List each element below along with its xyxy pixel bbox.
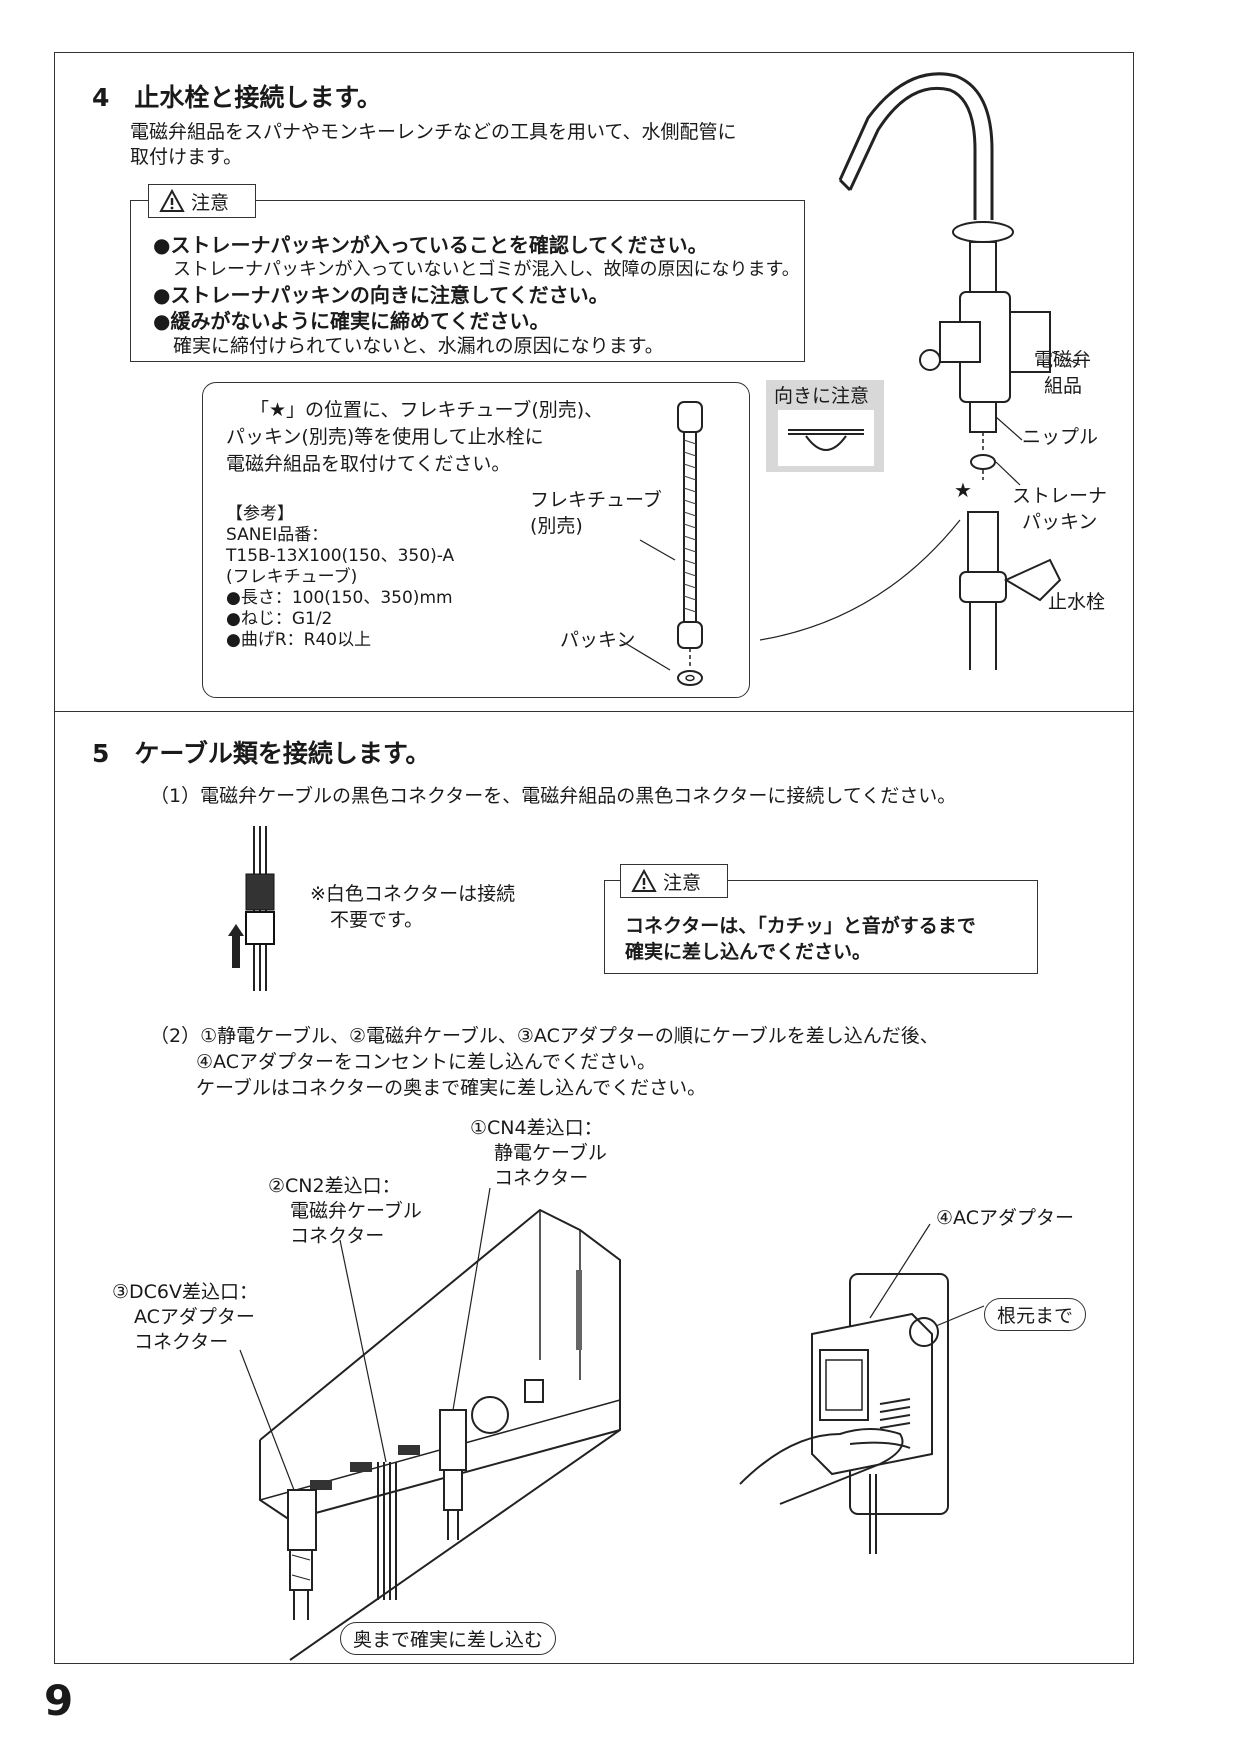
step5-caution-line-1: コネクターは、「カチッ」と音がするまで — [625, 915, 976, 937]
packing-orientation-icon — [778, 410, 874, 466]
step4-caution-tag: 注意 — [148, 184, 256, 218]
deep-insert-callout: 奥まで確実に差し込む — [340, 1622, 557, 1655]
flexi-label-2: (別売) — [530, 515, 583, 537]
dc6v-label-1: ③DC6V差込口： — [112, 1281, 259, 1303]
packing-label: パッキン — [560, 629, 636, 651]
ref-line: 【参考】 — [226, 504, 294, 524]
note-line-2: 不要です。 — [330, 909, 424, 931]
step4-caution-box: ●ストレーナパッキンが入っていることを確認してください。 ストレーナパッキンが入… — [130, 200, 805, 362]
callout-lines — [619, 539, 676, 671]
ref-line: T15B-13X100(150、350)-A — [226, 546, 455, 566]
strainer-label-2: パッキン — [1022, 511, 1098, 533]
page-frame — [54, 52, 1134, 1664]
step5-caution-tag: 注意 — [620, 864, 728, 898]
section-divider — [54, 711, 1134, 712]
caution-line-2: ストレーナパッキンが入っていないとゴミが混入し、故障の原因になります。 — [173, 259, 800, 280]
nipple-label: ニップル — [1022, 426, 1099, 448]
step5-title: 5 ケーブル類を接続します。 — [92, 739, 431, 768]
page-number: 9 — [44, 1676, 74, 1725]
info-line-3: 電磁弁組品を取付けてください。 — [226, 453, 511, 475]
flexible-tube-illustration — [677, 401, 703, 686]
ref-block: 【参考】 SANEI品番： T15B-13X100(150、350)-A (フレ… — [226, 504, 454, 651]
step4-intro-1: 電磁弁組品をスパナやモンキーレンチなどの工具を用いて、水側配管に — [130, 121, 737, 143]
ac-adapter-illustration — [739, 1223, 985, 1554]
step4-title: 4 止水栓と接続します。 — [92, 83, 382, 112]
valve-label-2: 組品 — [1044, 375, 1083, 397]
ref-line: ●ねじ：G1/2 — [226, 609, 333, 629]
valve-label-1: 電磁弁 — [1034, 349, 1092, 371]
cn4-label-2: 静電ケーブル — [494, 1142, 607, 1164]
info-line-1: 「★」の位置に、フレキチューブ(別売)、 — [250, 399, 604, 421]
adapter-label: ④ACアダプター — [936, 1207, 1074, 1229]
note-line-1: ※白色コネクターは接続 — [310, 883, 516, 905]
cn4-label-1: ①CN4差込口： — [470, 1117, 603, 1139]
dc6v-label-3: コネクター — [134, 1331, 229, 1353]
cn4-label-3: コネクター — [494, 1167, 589, 1189]
warning-icon — [159, 188, 185, 212]
controller-box-illustration — [239, 1187, 621, 1661]
warning-icon — [631, 868, 657, 892]
info-line-2: パッキン(別売)等を使用して止水栓に — [226, 426, 544, 448]
step5-caution-line-2: 確実に差し込んでください。 — [625, 941, 872, 963]
caution-label: 注意 — [191, 191, 230, 214]
connector-illustration — [228, 826, 275, 991]
caution-line-5: 確実に締付けられていないと、水漏れの原因になります。 — [173, 335, 664, 357]
root-callout: 根元まで — [984, 1298, 1087, 1331]
step5-sub2-1: （2）①静電ケーブル、②電磁弁ケーブル、③ACアダプターの順にケーブルを差し込ん… — [150, 1025, 939, 1047]
stopcock-label: 止水栓 — [1048, 591, 1106, 613]
step5-sub1: （1）電磁弁ケーブルの黒色コネクターを、電磁弁組品の黒色コネクターに接続してくだ… — [150, 785, 957, 807]
cn2-label-3: コネクター — [290, 1225, 385, 1247]
caution-line-3: ●ストレーナパッキンの向きに注意してください。 — [153, 283, 609, 307]
dc6v-label-2: ACアダプター — [134, 1306, 255, 1328]
star-marker: ★ — [954, 478, 972, 502]
strainer-label-1: ストレーナ — [1012, 485, 1108, 507]
cn2-label-1: ②CN2差込口： — [268, 1175, 401, 1197]
step5-sub2-3: ケーブルはコネクターの奥まで確実に差し込んでください。 — [196, 1077, 707, 1099]
ref-line: ●長さ：100(150、350)mm — [226, 588, 453, 608]
ref-line: ●曲げR：R40以上 — [226, 630, 372, 650]
faucet-valve-illustration — [759, 72, 1081, 670]
ref-line: (フレキチューブ) — [226, 567, 358, 587]
ref-line: SANEI品番： — [226, 525, 329, 545]
step4-intro-2: 取付けます。 — [130, 146, 243, 168]
flexi-label-1: フレキチューブ — [530, 489, 662, 511]
info-box — [202, 382, 750, 698]
caution-label: 注意 — [663, 871, 702, 894]
caution-line-1: ●ストレーナパッキンが入っていることを確認してください。 — [153, 233, 708, 257]
step5-sub2-2: ④ACアダプターをコンセントに差し込んでください。 — [196, 1051, 657, 1073]
caution-line-4: ●緩みがないように確実に締めてください。 — [153, 309, 550, 333]
cn2-label-2: 電磁弁ケーブル — [290, 1200, 422, 1222]
orientation-label: 向きに注意 — [774, 385, 870, 407]
